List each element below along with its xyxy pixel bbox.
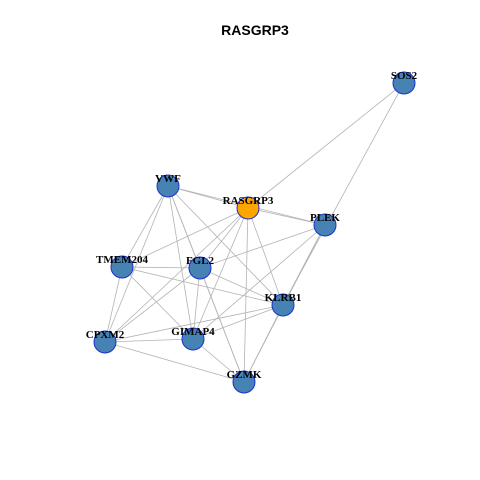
edge-vwf-cpxm2 <box>104 185 169 343</box>
node-label-gzmk: GZMK <box>227 369 262 381</box>
edge-klrb1-gzmk <box>243 304 284 383</box>
edge-fgl2-gimap4 <box>192 267 201 340</box>
node-label-plek: PLEK <box>310 212 340 224</box>
node-vwf[interactable] <box>156 174 180 198</box>
edge-plek-fgl2 <box>199 224 326 269</box>
graph-title: RASGRP3 <box>221 22 289 38</box>
node-label-vwf: VWF <box>155 173 181 185</box>
node-label-tmem204: TMEM204 <box>96 254 148 266</box>
node-label-rasgrp3: RASGRP3 <box>223 195 274 207</box>
edge-cpxm2-gzmk <box>104 341 245 383</box>
edge-sos2-rasgrp3 <box>247 82 405 209</box>
edge-cpxm2-gimap4 <box>104 338 194 343</box>
edge-fgl2-klrb1 <box>199 267 284 306</box>
node-rasgrp3[interactable] <box>236 196 260 220</box>
node-layer <box>93 71 416 394</box>
node-label-gimap4: GIMAP4 <box>171 326 215 338</box>
edge-vwf-tmem204 <box>121 185 169 268</box>
edge-rasgrp3-gzmk <box>243 207 249 383</box>
node-gzmk[interactable] <box>232 370 256 394</box>
edge-rasgrp3-plek <box>247 207 326 226</box>
edge-rasgrp3-gimap4 <box>192 207 249 340</box>
node-sos2[interactable] <box>392 71 416 95</box>
edge-vwf-klrb1 <box>167 185 284 306</box>
edge-fgl2-cpxm2 <box>104 267 201 343</box>
edge-rasgrp3-klrb1 <box>247 207 284 306</box>
node-label-fgl2: FGL2 <box>186 255 215 267</box>
edge-fgl2-gzmk <box>199 267 245 383</box>
node-cpxm2[interactable] <box>93 330 117 354</box>
edge-tmem204-fgl2 <box>121 266 201 269</box>
edge-plek-gimap4 <box>192 224 326 340</box>
edge-rasgrp3-fgl2 <box>199 207 249 269</box>
edge-vwf-gimap4 <box>167 185 194 340</box>
node-label-sos2: SOS2 <box>391 70 418 82</box>
edge-tmem204-gimap4 <box>121 266 194 340</box>
node-tmem204[interactable] <box>110 255 134 279</box>
node-label-cpxm2: CPXM2 <box>86 329 125 341</box>
node-klrb1[interactable] <box>271 293 295 317</box>
edge-rasgrp3-tmem204 <box>121 207 249 268</box>
node-plek[interactable] <box>313 213 337 237</box>
edge-klrb1-gimap4 <box>192 304 284 340</box>
node-fgl2[interactable] <box>188 256 212 280</box>
edge-tmem204-cpxm2 <box>104 266 123 343</box>
edge-rasgrp3-cpxm2 <box>104 207 249 343</box>
edge-klrb1-cpxm2 <box>104 304 284 343</box>
node-label-klrb1: KLRB1 <box>265 292 302 304</box>
edge-tmem204-klrb1 <box>121 266 284 306</box>
node-gimap4[interactable] <box>181 327 205 351</box>
